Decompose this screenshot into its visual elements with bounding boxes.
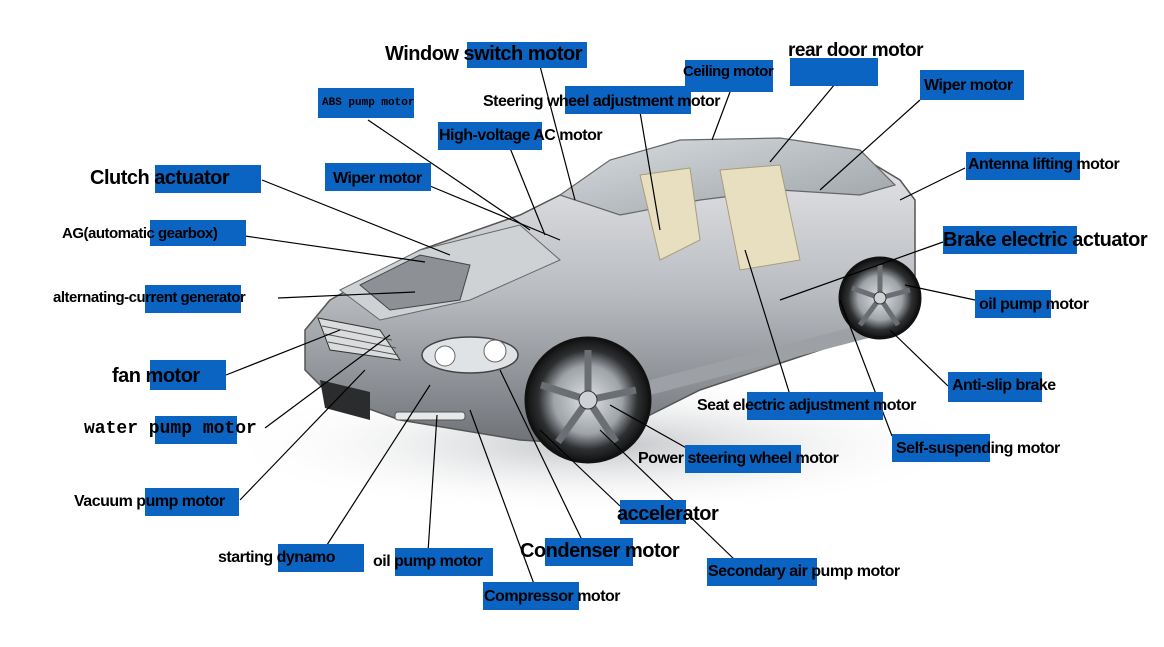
highlight-block	[318, 88, 414, 118]
label-self-suspending-motor: Self-suspending motor	[896, 440, 1060, 457]
highlight-block	[975, 290, 1051, 318]
highlight-block	[278, 544, 364, 572]
grille	[317, 317, 402, 361]
highlight-block	[943, 226, 1077, 254]
label-high-voltage-ac-motor: High-voltage AC motor	[439, 127, 603, 144]
highlight-block	[948, 372, 1042, 402]
label-alternating-current-generator: alternating-current generator	[53, 289, 246, 306]
highlight-block	[747, 392, 883, 420]
highlight-block	[685, 60, 773, 92]
label-fan-motor: fan motor	[112, 365, 200, 387]
label-ceiling-motor: Ceiling motor	[683, 63, 774, 80]
label-starting-dynamo: starting dynamo	[218, 549, 335, 566]
highlight-block	[483, 582, 579, 610]
label-clutch-actuator: Clutch actuator	[90, 167, 230, 189]
label-brake-electric-actuator: Brake electric actuator	[943, 229, 1148, 251]
highlight-block	[150, 360, 226, 390]
highlight-block	[395, 548, 493, 576]
highlight-block	[155, 416, 237, 444]
label-accelerator: accelerator	[617, 503, 719, 525]
label-anti-slip-brake: Anti-slip brake	[952, 377, 1056, 394]
label-compressor-motor: Compressor motor	[484, 588, 621, 605]
highlight-block	[145, 488, 239, 516]
fog-lamp	[394, 411, 466, 421]
highlight-block	[620, 500, 686, 524]
highlight-block	[966, 152, 1080, 180]
label-ag-automatic-gearbox: AG(automatic gearbox)	[62, 225, 218, 242]
highlight-block	[145, 285, 241, 313]
lower-intake	[320, 380, 370, 420]
side-skirt	[650, 320, 880, 395]
label-power-steering-wheel-motor: Power steering wheel motor	[638, 450, 839, 467]
label-window-switch-motor: Window switch motor	[385, 43, 582, 65]
label-secondary-air-pump-motor: Secondary air pump motor	[708, 563, 900, 580]
label-water-pump-motor: water pump motor	[84, 419, 257, 439]
highlight-block	[467, 42, 587, 68]
label-abs-pump-motor: ABS pump motor	[322, 97, 415, 109]
label-oil-pump-motor-bottom: oil pump motor	[373, 553, 483, 570]
label-wiper-motor-front: Wiper motor	[333, 170, 422, 187]
highlight-block	[438, 122, 542, 150]
label-wiper-motor-top: Wiper motor	[924, 77, 1013, 94]
label-oil-pump-motor-right: oil pump motor	[979, 296, 1089, 313]
highlight-block	[155, 165, 261, 193]
leader-lines	[225, 65, 976, 585]
label-antenna-lifting-motor: Antenna lifting motor	[968, 156, 1120, 173]
highlight-block	[685, 445, 801, 473]
highlight-block	[325, 163, 431, 191]
highlight-block	[707, 558, 817, 586]
highlight-block	[565, 86, 691, 114]
highlight-block	[920, 70, 1024, 100]
label-steering-wheel-adjustment-motor: Steering wheel adjustment motor	[483, 93, 720, 110]
highlight-block	[790, 58, 878, 86]
highlight-block	[150, 220, 246, 246]
label-seat-electric-adjustment-motor: Seat electric adjustment motor	[697, 397, 916, 414]
label-rear-door-motor: rear door motor	[788, 40, 924, 61]
label-condenser-motor: Condenser motor	[520, 540, 680, 562]
highlight-block	[892, 434, 990, 462]
label-vacuum-pump-motor: Vacuum pump motor	[74, 493, 225, 510]
car-seats	[639, 164, 801, 271]
highlight-block	[545, 538, 633, 566]
